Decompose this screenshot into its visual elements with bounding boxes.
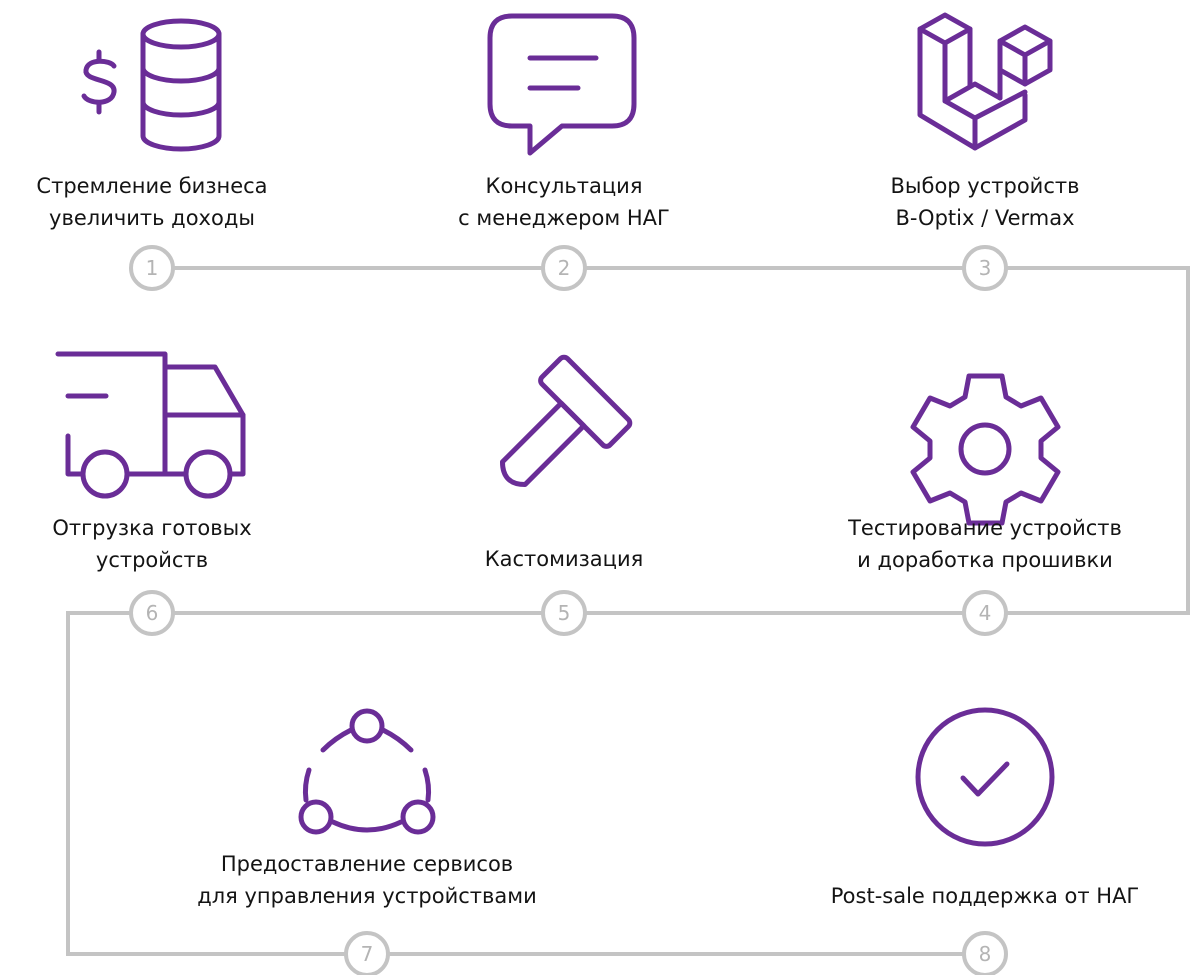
step-badge-2: 2 [541, 245, 587, 291]
step-3-label: Выбор устройств B-Optix / Vermax [795, 170, 1175, 234]
laravel-blocks-icon [917, 12, 1053, 151]
step-2-label-line-1: Консультация [485, 174, 643, 198]
hammer-icon [499, 354, 633, 488]
step-6-label-line-1: Отгрузка готовых [52, 516, 252, 540]
step-number-4: 4 [979, 601, 992, 625]
step-1-label-line-1: Стремление бизнеса [36, 174, 268, 198]
step-badge-6: 6 [129, 590, 175, 636]
step-badge-5: 5 [541, 590, 587, 636]
step-8-label-line-1: Post-sale поддержка от НАГ [830, 884, 1140, 908]
step-7-label-line-2: для управления устройствами [197, 884, 537, 908]
step-badge-7: 7 [344, 931, 390, 975]
chat-bubble-icon [487, 13, 637, 156]
network-nodes-icon [298, 708, 436, 835]
step-2-label-line-2: с менеджером НАГ [458, 206, 670, 230]
step-3-label-line-1: Выбор устройств [890, 174, 1080, 198]
step-number-8: 8 [979, 942, 992, 966]
step-badge-3: 3 [962, 245, 1008, 291]
step-number-3: 3 [979, 256, 992, 280]
step-4-label: Тестирование устройств и доработка проши… [795, 512, 1175, 576]
check-circle-icon [915, 707, 1055, 847]
step-badge-4: 4 [962, 590, 1008, 636]
step-2-label: Консультация с менеджером НАГ [374, 170, 754, 234]
dollar-database-icon [81, 18, 222, 152]
step-8-label: Post-sale поддержка от НАГ [795, 880, 1175, 912]
step-1-label-line-2: увеличить доходы [49, 206, 255, 230]
step-number-6: 6 [146, 601, 159, 625]
step-number-1: 1 [146, 256, 159, 280]
step-6-label: Отгрузка готовых устройств [0, 512, 342, 576]
step-4-label-line-2: и доработка прошивки [857, 548, 1113, 572]
gear-icon [910, 373, 1061, 526]
delivery-truck-icon [55, 351, 246, 499]
step-4-label-line-1: Тестирование устройств [848, 516, 1122, 540]
flow-connector-line [66, 266, 1190, 956]
step-1-label: Стремление бизнеса увеличить доходы [0, 170, 342, 234]
step-number-2: 2 [558, 256, 571, 280]
step-6-label-line-2: устройств [95, 548, 209, 572]
step-badge-1: 1 [129, 245, 175, 291]
step-badge-8: 8 [962, 931, 1008, 975]
step-5-label-line-1: Кастомизация [484, 547, 644, 571]
step-5-label: Кастомизация [374, 543, 754, 575]
step-number-5: 5 [558, 601, 571, 625]
step-7-label: Предоставление сервисов для управления у… [177, 848, 557, 912]
step-3-label-line-2: B-Optix / Vermax [895, 206, 1075, 230]
step-7-label-line-1: Предоставление сервисов [220, 852, 514, 876]
step-number-7: 7 [361, 942, 374, 966]
